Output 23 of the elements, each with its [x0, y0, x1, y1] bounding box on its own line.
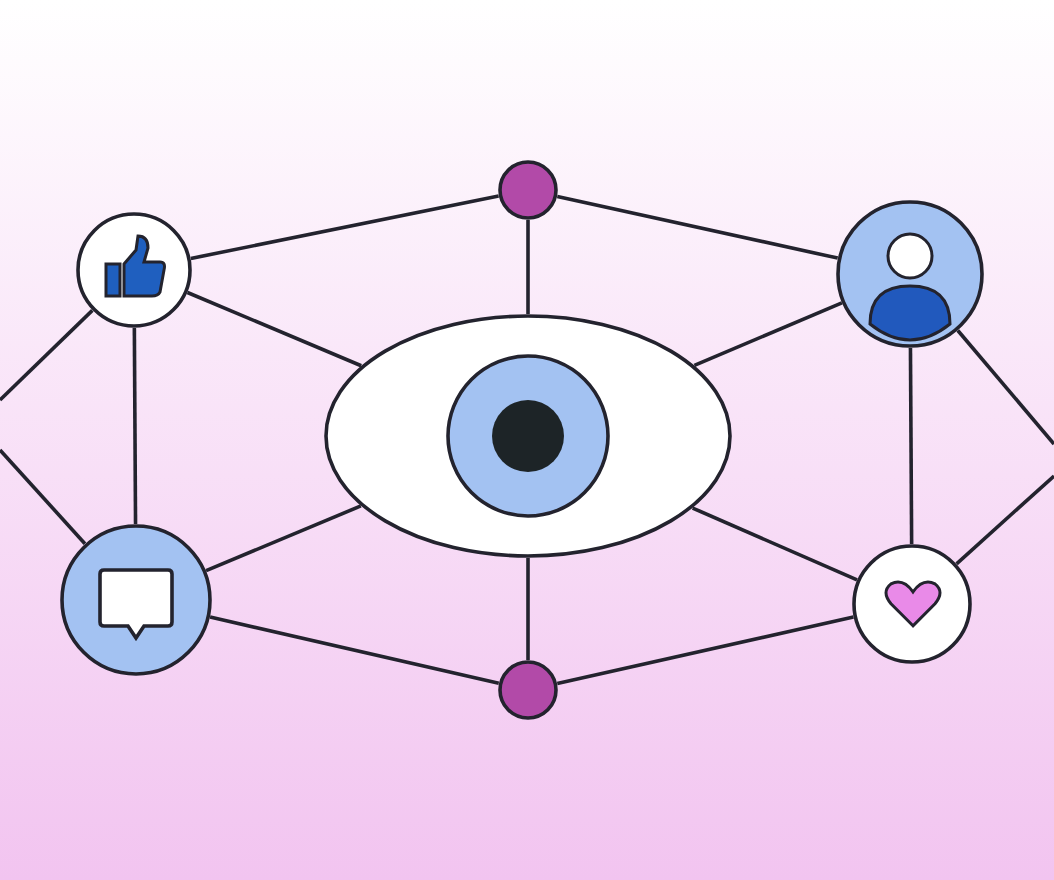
connector-line: [205, 504, 362, 573]
connector-line: [132, 328, 138, 524]
connector-line: [186, 290, 362, 368]
connector-line: [955, 474, 1054, 566]
connector-line: [556, 194, 839, 260]
connector-line: [556, 615, 854, 686]
connector-line: [0, 309, 94, 402]
connector-line: [526, 220, 530, 314]
eye-drawing: [324, 314, 732, 558]
connector-line: [691, 506, 858, 582]
icon-circle: [836, 200, 984, 348]
icon-circle: [76, 212, 192, 328]
connector-line: [526, 558, 530, 660]
node-dot: [498, 160, 558, 220]
connector-line: [0, 448, 87, 545]
icon-circle: [852, 544, 972, 664]
connector-line: [190, 194, 499, 261]
connector-line: [209, 615, 500, 686]
connector-line: [693, 301, 843, 368]
connector-line: [956, 329, 1054, 446]
connector-line: [908, 348, 914, 544]
node-dot: [498, 660, 558, 720]
icon-circle: [60, 524, 212, 676]
